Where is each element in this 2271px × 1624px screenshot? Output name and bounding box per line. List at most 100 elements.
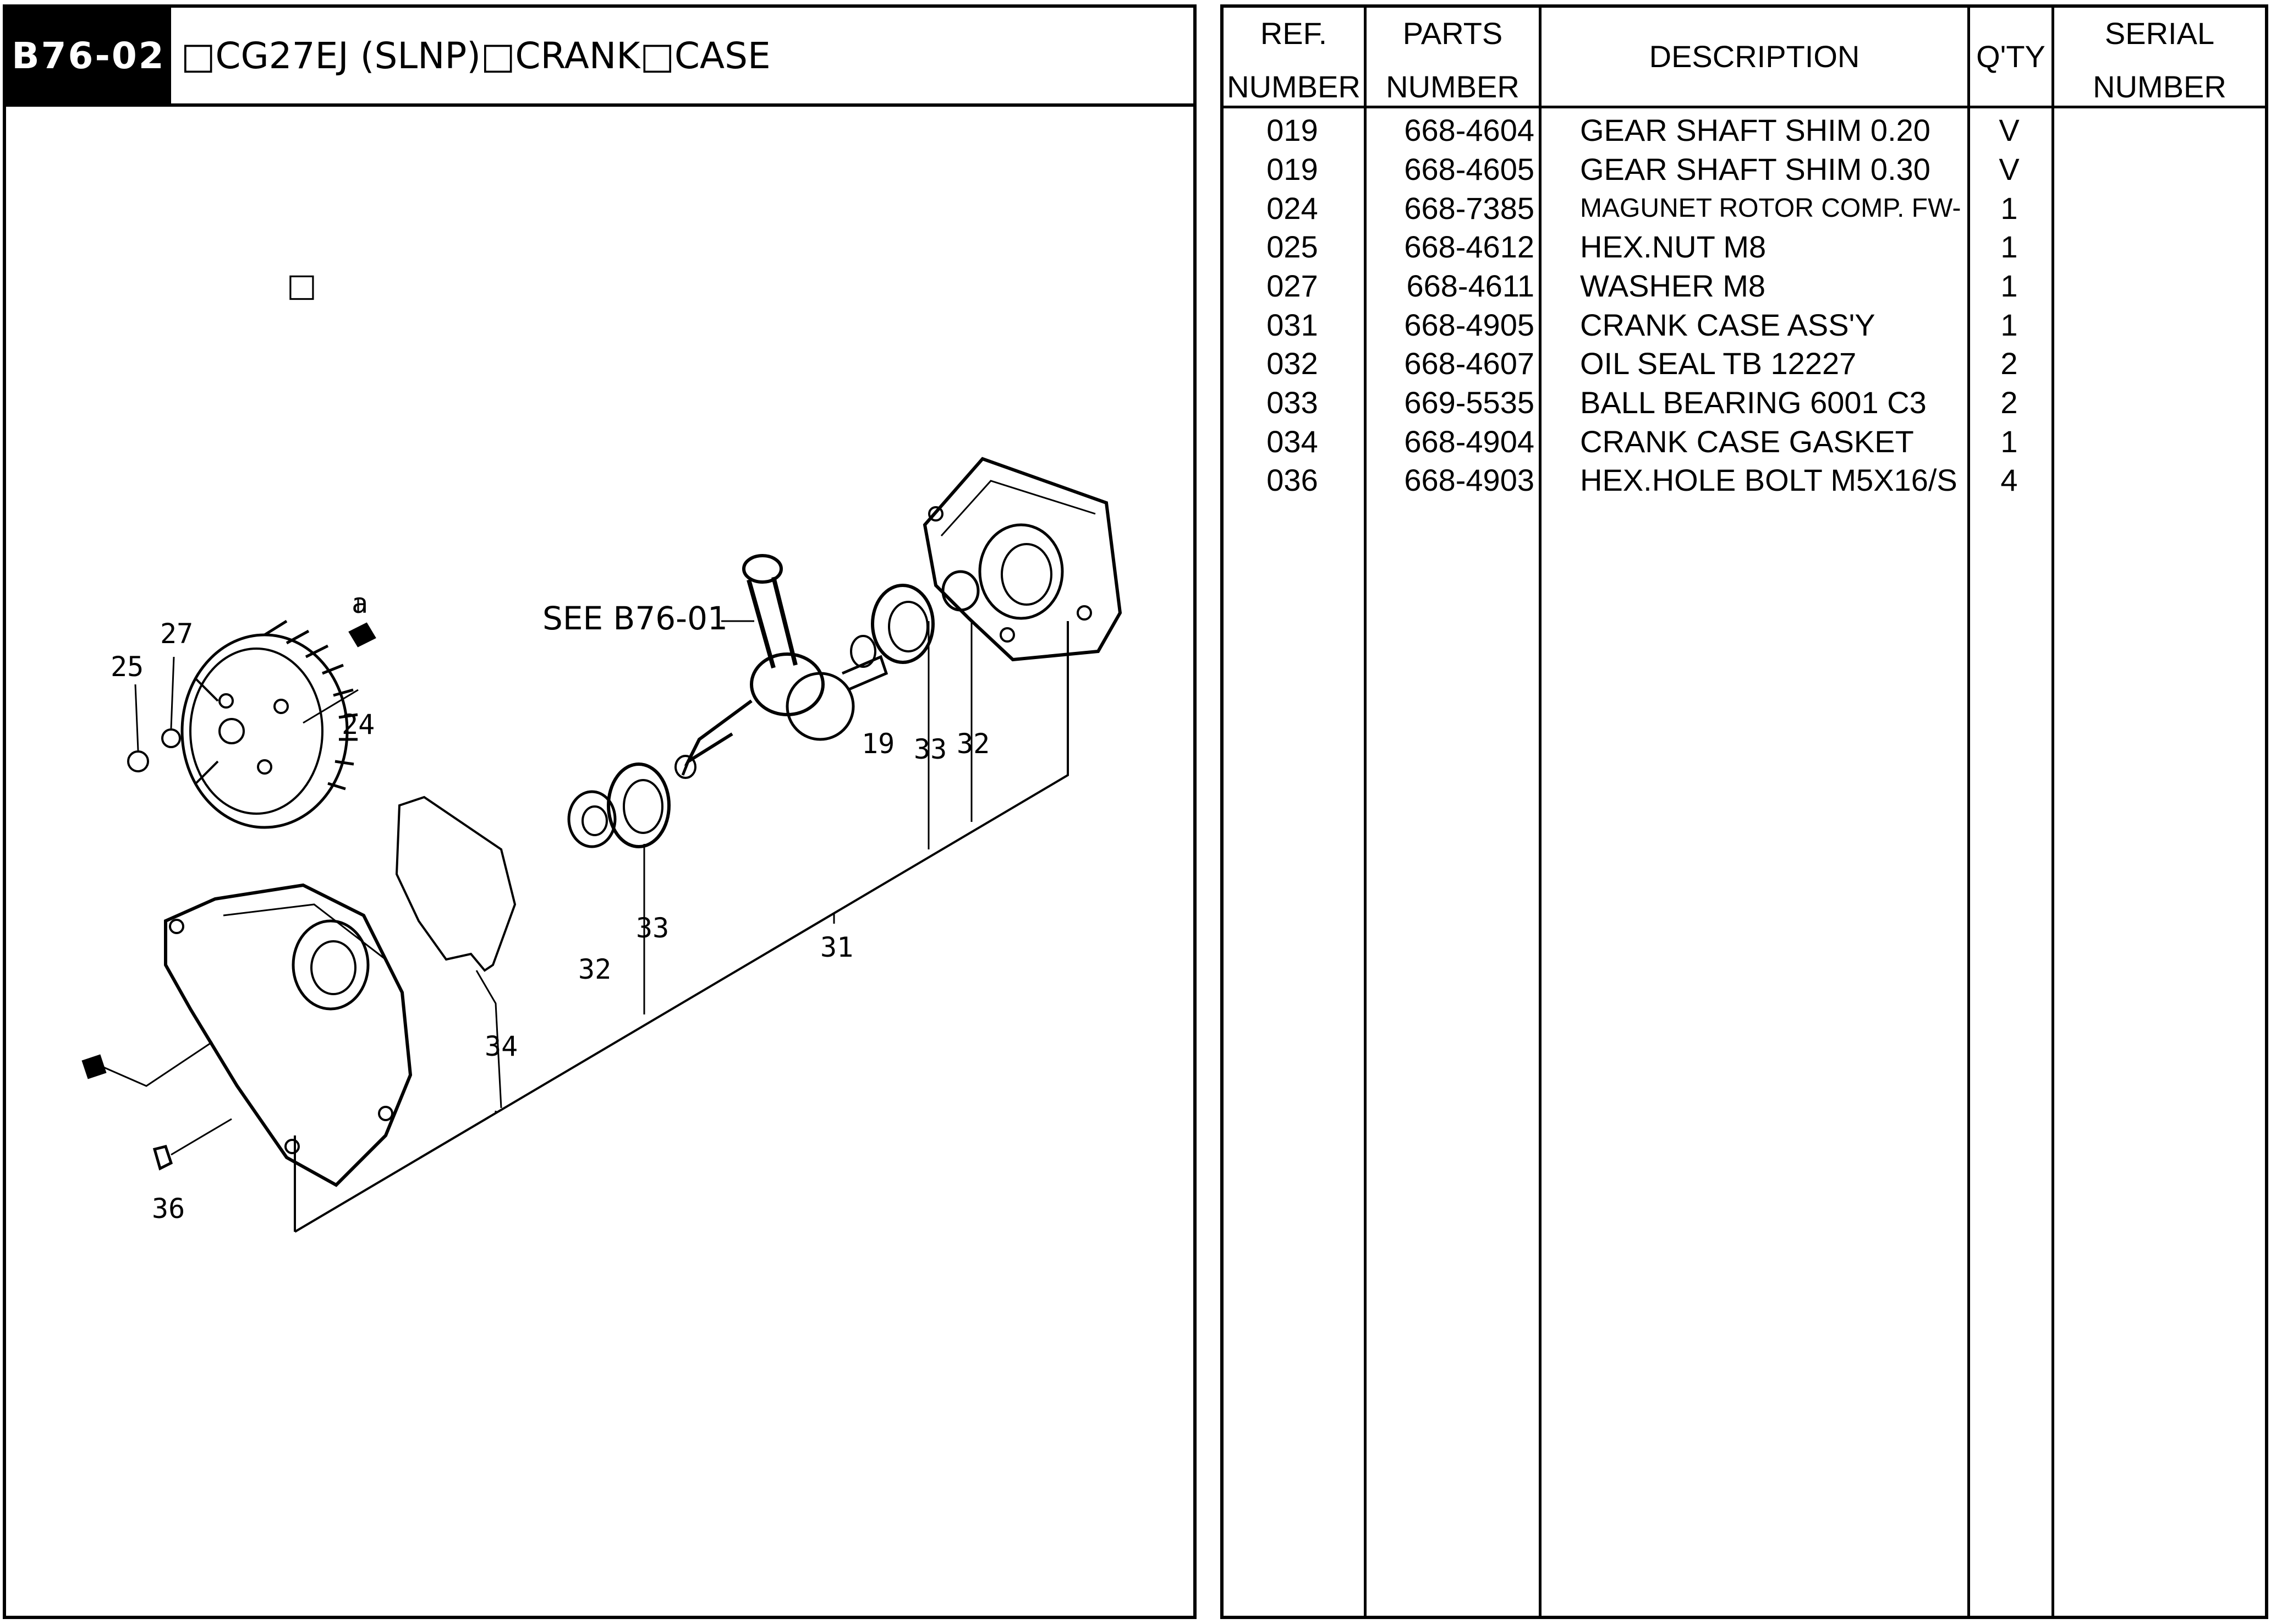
part-number-cell: 668-4605 xyxy=(1404,152,1534,186)
header-text: PARTS xyxy=(1402,16,1503,51)
part-number-cell: 668-7385 xyxy=(1404,191,1534,226)
table-row: 024 668-7385 MAGUNET ROTOR COMP. FW- 1 xyxy=(1224,189,2265,228)
diagram-drawing: 27 25 24 a SEE B76-01 19 33 32 33 31 32 … xyxy=(81,457,1122,1233)
part-number-cell: 668-4904 xyxy=(1404,424,1534,459)
description-cell: CRANK CASE GASKET xyxy=(1580,424,1914,459)
callout-32-upper: 32 xyxy=(957,728,990,760)
section-title: □CG27EJ (SLNP)□CRANK□CASE xyxy=(181,34,771,77)
nut-drawing xyxy=(127,750,149,772)
see-reference-label: SEE B76-01 xyxy=(542,600,728,637)
crankcase-right-drawing xyxy=(923,457,1122,662)
ref-cell: 019 xyxy=(1266,113,1318,147)
gasket-drawing xyxy=(395,795,517,972)
parts-table: REF. NUMBER PARTS NUMBER DESCRIPTION Q'T… xyxy=(1220,4,2268,1619)
section-code: B76-02 xyxy=(6,8,171,103)
callout-31: 31 xyxy=(820,931,853,963)
callout-33-upper: 33 xyxy=(914,733,947,765)
callout-27: 27 xyxy=(160,618,193,650)
description-cell: BALL BEARING 6001 C3 xyxy=(1580,385,1927,420)
qty-cell: 1 xyxy=(2000,229,2018,264)
callout-33-lower: 33 xyxy=(636,912,669,944)
header-serial-number: SERIAL NUMBER xyxy=(2054,8,2265,106)
column-divider xyxy=(1539,8,1542,1616)
callout-32-lower: 32 xyxy=(578,953,611,985)
qty-cell: 1 xyxy=(2000,191,2018,226)
header-text: NUMBER xyxy=(1227,69,1361,105)
qty-cell: 2 xyxy=(2000,385,2018,420)
table-row: 025 668-4612 HEX.NUT M8 1 xyxy=(1224,228,2265,266)
part-number-cell: 668-4607 xyxy=(1404,346,1534,381)
callout-19: 19 xyxy=(862,728,895,760)
ref-cell: 033 xyxy=(1266,385,1318,420)
ref-cell: 036 xyxy=(1266,463,1318,497)
description-cell: OIL SEAL TB 12227 xyxy=(1580,346,1857,381)
part-number-cell: 668-4905 xyxy=(1404,308,1534,342)
crankcase-left-drawing xyxy=(164,883,413,1187)
table-row: 033 669-5535 BALL BEARING 6001 C3 2 xyxy=(1224,383,2265,422)
part-number-cell: 668-4611 xyxy=(1406,268,1534,303)
exploded-diagram: □ xyxy=(6,107,1193,1616)
description-cell: GEAR SHAFT SHIM 0.20 xyxy=(1580,113,1930,147)
bearing-lower-drawing xyxy=(607,762,671,848)
header-text: REF. xyxy=(1260,16,1328,51)
qty-cell: 2 xyxy=(2000,346,2018,381)
header-ref-number: REF. NUMBER xyxy=(1224,8,1364,106)
qty-cell: 1 xyxy=(2000,268,2018,303)
section-header: B76-02 □CG27EJ (SLNP)□CRANK□CASE xyxy=(6,8,1193,107)
seal-lower-drawing xyxy=(567,790,617,848)
callout-25: 25 xyxy=(111,651,144,683)
description-cell: WASHER M8 xyxy=(1580,268,1766,303)
table-row: 032 668-4607 OIL SEAL TB 12227 2 xyxy=(1224,344,2265,383)
header-parts-number: PARTS NUMBER xyxy=(1367,8,1539,106)
callout-a: a xyxy=(352,588,368,619)
table-row: 019 668-4605 GEAR SHAFT SHIM 0.30 V xyxy=(1224,150,2265,189)
qty-cell: 1 xyxy=(2000,424,2018,459)
part-number-cell: 669-5535 xyxy=(1404,385,1534,420)
qty-cell: V xyxy=(1999,113,2020,147)
description-cell: HEX.HOLE BOLT M5X16/S xyxy=(1580,463,1957,497)
part-number-cell: 668-4604 xyxy=(1404,113,1534,147)
ref-cell: 019 xyxy=(1266,152,1318,186)
qty-cell: 4 xyxy=(2000,463,2018,497)
callout-24: 24 xyxy=(342,709,375,740)
callout-36: 36 xyxy=(152,1193,185,1225)
description-cell: MAGUNET ROTOR COMP. FW- xyxy=(1580,194,1961,223)
header-description: DESCRIPTION xyxy=(1542,8,1967,106)
part-number-cell: 668-4612 xyxy=(1404,229,1534,264)
header-text: SERIAL xyxy=(2104,16,2215,51)
callout-34: 34 xyxy=(485,1030,518,1062)
header-divider xyxy=(1224,106,2265,108)
description-cell: GEAR SHAFT SHIM 0.30 xyxy=(1580,152,1930,186)
crankshaft-drawing xyxy=(674,554,888,779)
header-text: NUMBER xyxy=(2093,69,2226,105)
shim-drawing xyxy=(850,635,876,668)
table-row: 034 668-4904 CRANK CASE GASKET 1 xyxy=(1224,423,2265,461)
header-text: Q'TY xyxy=(1976,39,2045,74)
ref-cell: 025 xyxy=(1266,229,1318,264)
table-row: 031 668-4905 CRANK CASE ASS'Y 1 xyxy=(1224,306,2265,344)
bearing-upper-drawing xyxy=(871,584,935,664)
description-cell: CRANK CASE ASS'Y xyxy=(1580,308,1875,342)
flywheel-drawing xyxy=(180,619,358,829)
column-divider xyxy=(2051,8,2054,1616)
ref-cell: 031 xyxy=(1266,308,1318,342)
part-number-cell: 668-4903 xyxy=(1404,463,1534,497)
placeholder-glyph: □ xyxy=(287,266,317,304)
ref-cell: 032 xyxy=(1266,346,1318,381)
ref-cell: 024 xyxy=(1266,191,1318,226)
bolt-drawing xyxy=(152,1118,232,1171)
ref-cell: 027 xyxy=(1266,268,1318,303)
header-qty: Q'TY xyxy=(1970,8,2051,106)
table-row: 019 668-4604 GEAR SHAFT SHIM 0.20 V xyxy=(1224,111,2265,150)
diagram-panel: B76-02 □CG27EJ (SLNP)□CRANK□CASE □ xyxy=(3,4,1197,1619)
description-cell: HEX.NUT M8 xyxy=(1580,229,1767,264)
table-row: 027 668-4611 WASHER M8 1 xyxy=(1224,267,2265,305)
column-divider xyxy=(1364,8,1367,1616)
ref-cell: 034 xyxy=(1266,424,1318,459)
header-text: DESCRIPTION xyxy=(1649,39,1860,74)
column-divider xyxy=(1967,8,1970,1616)
table-row: 036 668-4903 HEX.HOLE BOLT M5X16/S 4 xyxy=(1224,461,2265,500)
header-text: NUMBER xyxy=(1386,69,1520,105)
qty-cell: V xyxy=(1999,152,2020,186)
